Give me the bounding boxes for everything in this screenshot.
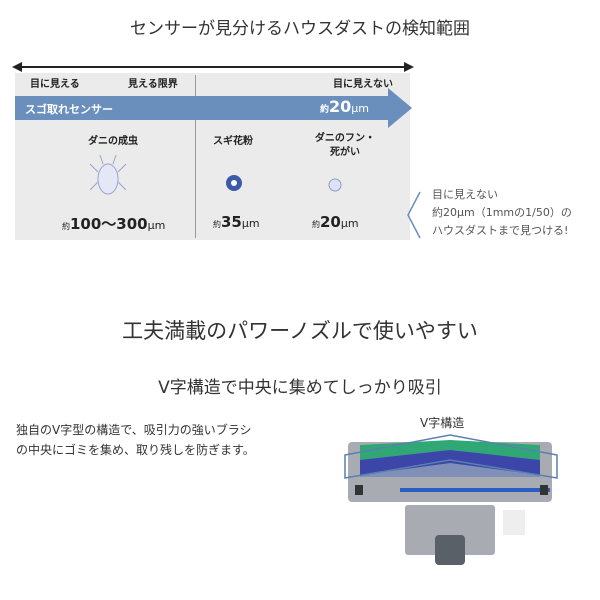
sensor-size-unit: µm <box>351 102 369 115</box>
item-mite-name: ダニの成虫 <box>88 136 138 147</box>
item-droppings-name-line1: ダニのフン・ <box>314 133 376 144</box>
sensor-label: スゴ取れセンサー <box>25 103 113 116</box>
sensor-size-value: 20 <box>329 97 352 116</box>
item-droppings-size-unit: µm <box>340 217 359 230</box>
power-nozzle-image <box>344 434 558 565</box>
item-mite-size-unit: µm <box>147 219 166 232</box>
item-droppings-size-value: 20 <box>320 213 341 231</box>
item-droppings-name: ダニのフン・死がい <box>310 132 380 160</box>
sensor-size-prefix: 約 <box>320 105 330 115</box>
item-pollen-name: スギ花粉 <box>213 136 253 147</box>
section-title: センサーが見分けるハウスダストの検知範囲 <box>130 19 470 39</box>
section2-subtitle: V字構造で中央に集めてしっかり吸引 <box>158 378 442 398</box>
label-visible: 目に見える <box>30 79 80 90</box>
section2-description-line2: の中央にゴミを集め、取り残しを防ぎます。 <box>16 443 255 457</box>
sensor-size: 約20µm <box>320 97 369 116</box>
range-double-arrow <box>12 62 414 72</box>
item-pollen-size-unit: µm <box>241 217 260 230</box>
item-mite-size-value: 100～300 <box>70 215 148 233</box>
callout-line1: 目に見えない <box>432 188 498 201</box>
item-droppings-name-line2: 死がい <box>330 147 360 158</box>
pollen-icon <box>226 175 242 191</box>
callout-line2: 約20µm（1mmの1/50）の <box>432 206 572 219</box>
item-mite-size: 約100～300µm <box>62 213 165 234</box>
item-pollen-size: 約35µm <box>213 213 260 231</box>
mite-icon <box>89 154 127 195</box>
section2-description-line1: 独自のV字型の構造で、吸引力の強いブラシ <box>16 423 252 437</box>
label-invisible: 目に見えない <box>333 79 393 90</box>
label-limit: 見える限界 <box>128 79 178 90</box>
sensor-band <box>15 96 395 120</box>
item-mite-size-prefix: 約 <box>62 222 70 231</box>
callout-bracket-icon <box>407 191 421 239</box>
visibility-divider <box>195 75 196 238</box>
item-pollen-size-prefix: 約 <box>213 220 221 229</box>
nozzle-label: V字構造 <box>420 416 465 430</box>
section2-description: 独自のV字型の構造で、吸引力の強いブラシの中央にゴミを集め、取り残しを防ぎます。 <box>16 420 306 460</box>
callout-text: 目に見えない約20µm（1mmの1/50）のハウスダストまで見つける! <box>432 186 572 240</box>
callout-line3: ハウスダストまで見つける! <box>432 224 569 237</box>
droppings-icon <box>328 178 342 192</box>
item-droppings-size: 約20µm <box>312 213 359 231</box>
sensor-arrow-head <box>388 88 412 128</box>
section2-title: 工夫満載のパワーノズルで使いやすい <box>122 319 478 343</box>
item-pollen-size-value: 35 <box>221 213 242 231</box>
item-droppings-size-prefix: 約 <box>312 220 320 229</box>
